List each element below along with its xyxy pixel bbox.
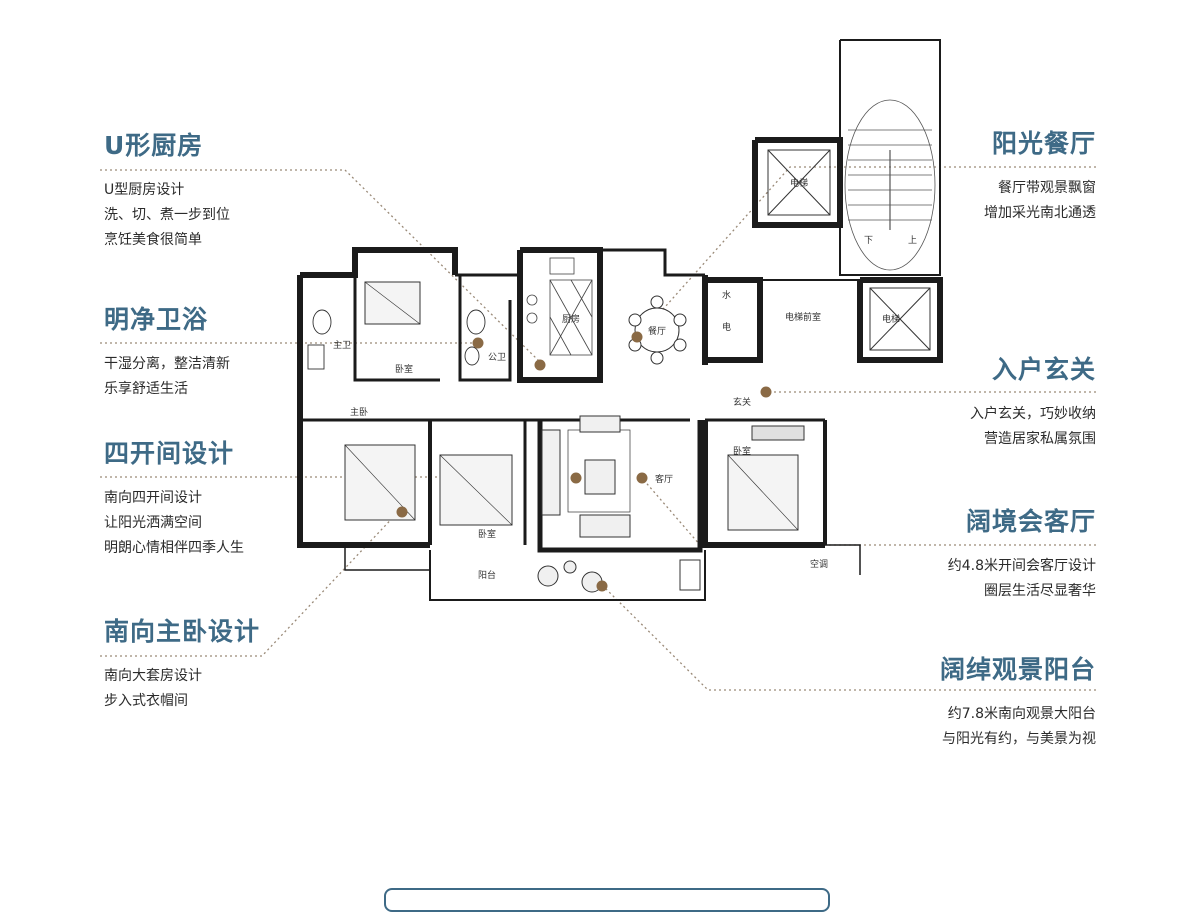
- label-electric: 电: [722, 321, 731, 333]
- callout-entry: 入户玄关 入户玄关，巧妙收纳 营造居家私属氛围: [970, 350, 1096, 452]
- label-water: 水: [722, 289, 731, 301]
- label-public-bath: 公卫: [488, 352, 506, 363]
- callout-four-bay: 四开间设计 南向四开间设计 让阳光洒满空间 明朗心情相伴四季人生: [104, 434, 244, 561]
- kitchen-counter: [526, 257, 593, 356]
- leader-balcony: [602, 585, 1096, 691]
- callout-desc: 约4.8米开间会客厅设计 圈层生活尽显奢华: [947, 558, 1096, 599]
- marker-kitchen: [534, 359, 546, 371]
- label-master-bath: 主卫: [333, 339, 351, 351]
- callout-desc: 约7.8米南向观景大阳台 与阳光有约，与美景为视: [942, 706, 1096, 747]
- leader-dining: [639, 166, 1096, 336]
- label-lobby: 电梯前室: [785, 311, 821, 323]
- label-down: 下: [864, 236, 873, 246]
- callout-title: U形厨房: [104, 131, 204, 160]
- bottom-banner-frame: [384, 888, 830, 912]
- label-entry: 玄关: [733, 396, 751, 408]
- callout-dining: 阳光餐厅 餐厅带观景飘窗 增加采光南北通透: [984, 124, 1096, 226]
- marker-balcony: [596, 580, 608, 592]
- callout-desc: 干湿分离，整洁清新 乐享舒适生活: [104, 356, 230, 397]
- callout-title: 阔绰观景阳台: [939, 655, 1096, 684]
- callout-living: 阔境会客厅 约4.8米开间会客厅设计 圈层生活尽显奢华: [948, 502, 1096, 604]
- callout-title: 入户玄关: [991, 355, 1096, 384]
- marker-master: [396, 506, 408, 518]
- label-master-bedroom: 主卧: [350, 406, 368, 418]
- label-living: 客厅: [655, 473, 673, 485]
- label-bedroom-s: 卧室: [478, 528, 496, 540]
- marker-dining: [631, 331, 643, 343]
- leader-master: [100, 509, 401, 657]
- label-up: 上: [908, 235, 917, 246]
- marker-entry: [760, 386, 772, 398]
- marker-four-bay: [570, 472, 582, 484]
- living-furniture: [537, 415, 701, 593]
- walls: [297, 39, 943, 601]
- label-elevator-b: 电梯: [882, 313, 900, 325]
- callout-desc: 餐厅带观景飘窗 增加采光南北通透: [984, 180, 1096, 221]
- callout-desc: 入户玄关，巧妙收纳 营造居家私属氛围: [970, 406, 1096, 447]
- callout-title: 四开间设计: [104, 439, 235, 468]
- callout-balcony: 阔绰观景阳台 约7.8米南向观景大阳台 与阳光有约，与美景为视: [940, 650, 1096, 752]
- callout-title: 明净卫浴: [104, 305, 209, 334]
- dining-table: [628, 295, 687, 365]
- elevator-shafts: [767, 149, 931, 351]
- callout-title: 阳光餐厅: [991, 129, 1096, 158]
- leader-kitchen: [100, 169, 541, 363]
- callout-desc: 南向大套房设计 步入式衣帽间: [104, 668, 202, 709]
- callout-title: 南向主卧设计: [104, 617, 261, 646]
- feature-markers: [396, 331, 772, 592]
- callout-bath: 明净卫浴 干湿分离，整洁清新 乐享舒适生活: [104, 300, 230, 402]
- label-bedroom-n: 卧室: [395, 363, 413, 375]
- callout-desc: 南向四开间设计 让阳光洒满空间 明朗心情相伴四季人生: [104, 490, 244, 556]
- callout-kitchen: U形厨房 U型厨房设计 洗、切、煮一步到位 烹饪美食很简单: [104, 126, 230, 253]
- marker-living: [636, 472, 648, 484]
- label-dining: 餐厅: [648, 325, 666, 337]
- stairwell: [844, 99, 936, 271]
- label-kitchen: 厨房: [562, 313, 580, 325]
- callout-desc: U型厨房设计 洗、切、煮一步到位 烹饪美食很简单: [104, 182, 230, 248]
- label-ac: 空调: [810, 558, 828, 570]
- label-balcony: 阳台: [478, 569, 496, 581]
- room-labels: 电梯 电梯 下 上 水 电 电梯前室 厨房 餐厅 公卫 主卫 卧室 主卧 卧室 …: [333, 177, 917, 581]
- marker-bath: [472, 337, 484, 349]
- callout-master: 南向主卧设计 南向大套房设计 步入式衣帽间: [104, 612, 260, 714]
- callout-title: 阔境会客厅: [965, 507, 1096, 536]
- label-elevator-a: 电梯: [790, 177, 808, 189]
- label-bedroom-e: 卧室: [733, 445, 751, 457]
- bath-fixtures: [307, 309, 486, 370]
